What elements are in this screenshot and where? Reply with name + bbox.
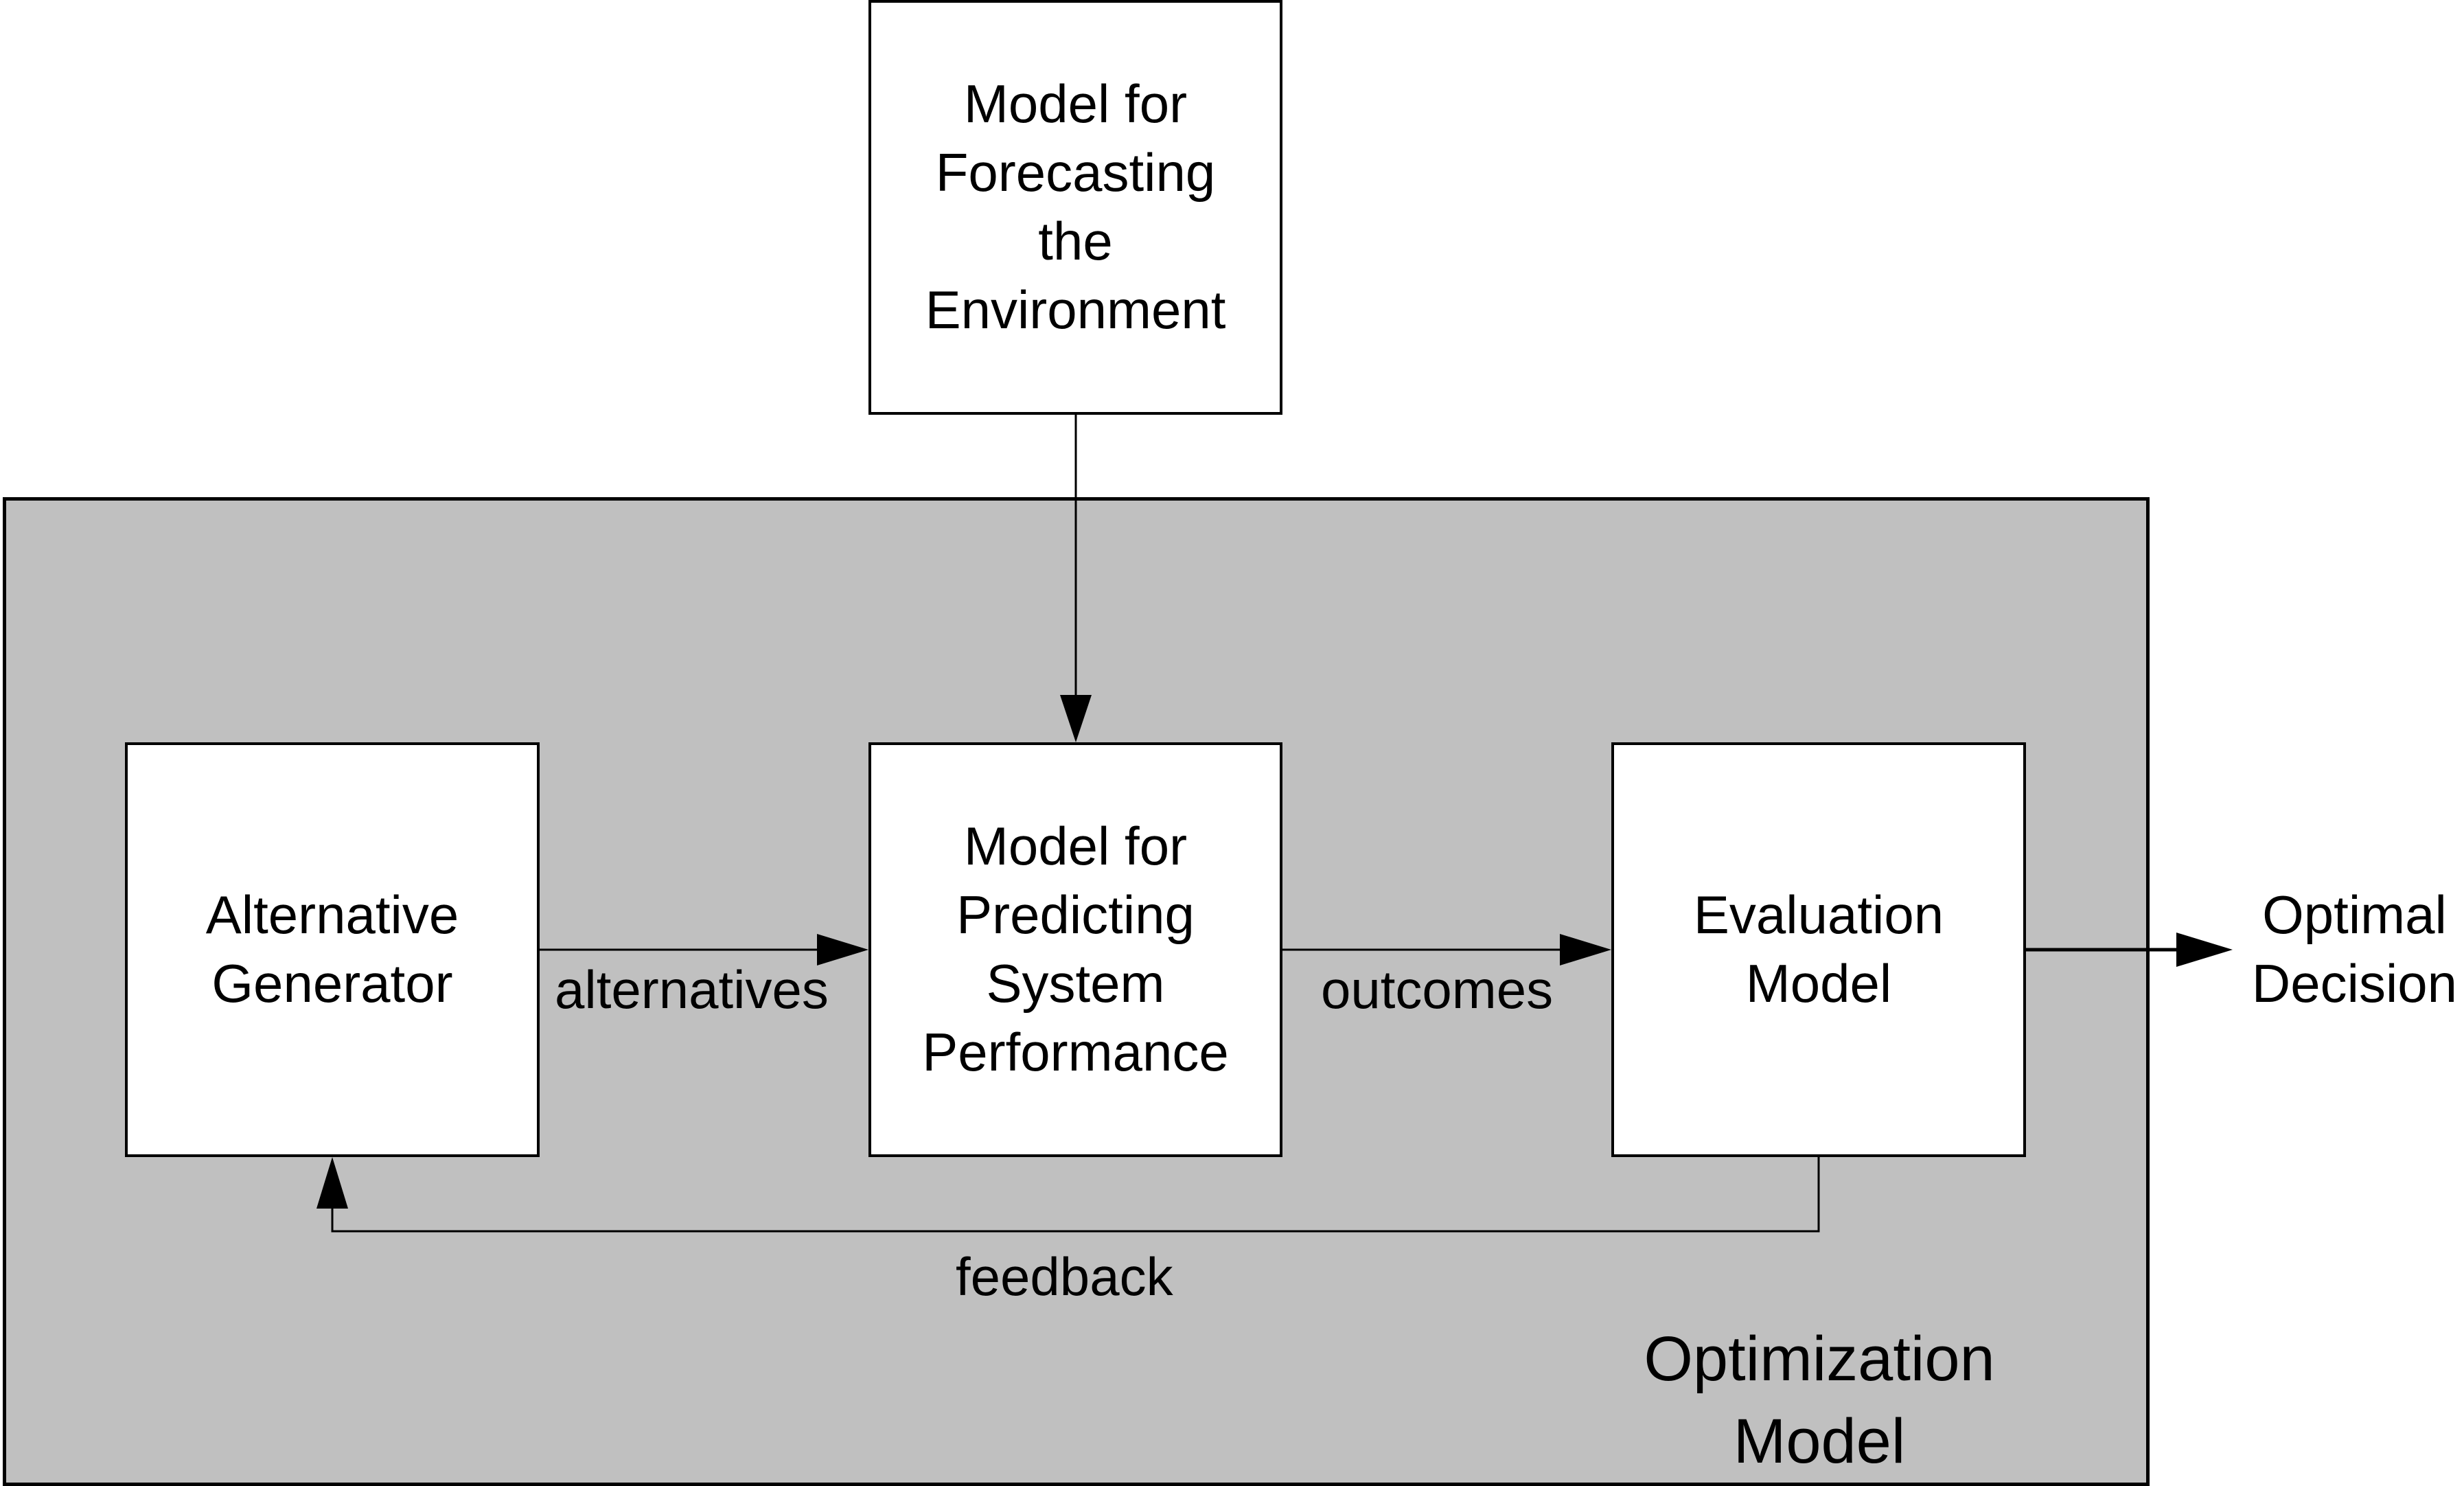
- arrowhead-forecast-to-predict: [1060, 695, 1092, 742]
- predicting-system-performance-text: Model for Predicting System Performance: [922, 812, 1229, 1086]
- forecast-line-1: Model for: [963, 73, 1188, 135]
- arrowhead-to-decision: [2176, 933, 2233, 967]
- predict-line-1: Model for: [963, 816, 1188, 877]
- decision-line-1: Optimal: [2262, 884, 2447, 946]
- decision-line-2: Decision: [2251, 953, 2458, 1014]
- evaluation-line-2: Model: [1745, 953, 1892, 1014]
- evaluation-model-text: Evaluation Model: [1694, 881, 1944, 1018]
- predicting-system-performance-box: Model for Predicting System Performance: [868, 742, 1282, 1157]
- optimal-decision-output: Optimal Decision: [2245, 881, 2464, 1018]
- container-label: Optimization Model: [1572, 1318, 2066, 1483]
- forecast-environment-box: Model for Forecasting the Environment: [868, 0, 1282, 415]
- predict-line-2: Predicting: [956, 884, 1195, 946]
- alternatives-label: alternatives: [555, 959, 829, 1020]
- outcomes-label: outcomes: [1321, 959, 1554, 1020]
- forecast-line-3: the: [1038, 211, 1113, 271]
- container-label-line-1: Optimization: [1644, 1324, 1995, 1394]
- forecast-environment-text: Model for Forecasting the Environment: [925, 70, 1226, 344]
- arrowhead-alternatives: [817, 934, 868, 965]
- predict-line-3: System: [986, 953, 1165, 1014]
- optimal-decision-text: Optimal Decision: [2252, 881, 2457, 1018]
- container-label-line-2: Model: [1733, 1406, 1906, 1476]
- evaluation-line-1: Evaluation: [1693, 884, 1944, 946]
- forecast-line-2: Forecasting: [935, 142, 1216, 203]
- arrowhead-feedback: [316, 1157, 348, 1209]
- generator-line-1: Alternative: [205, 884, 459, 946]
- alternative-generator-text: Alternative Generator: [206, 881, 459, 1018]
- alternative-generator-box: Alternative Generator: [125, 742, 540, 1157]
- arrowhead-outcomes: [1560, 934, 1611, 965]
- forecast-line-4: Environment: [925, 279, 1226, 340]
- evaluation-model-box: Evaluation Model: [1611, 742, 2026, 1157]
- predict-line-4: Performance: [922, 1021, 1229, 1082]
- generator-line-2: Generator: [211, 953, 453, 1014]
- edge-feedback: [331, 1157, 1820, 1233]
- feedback-label: feedback: [956, 1246, 1173, 1307]
